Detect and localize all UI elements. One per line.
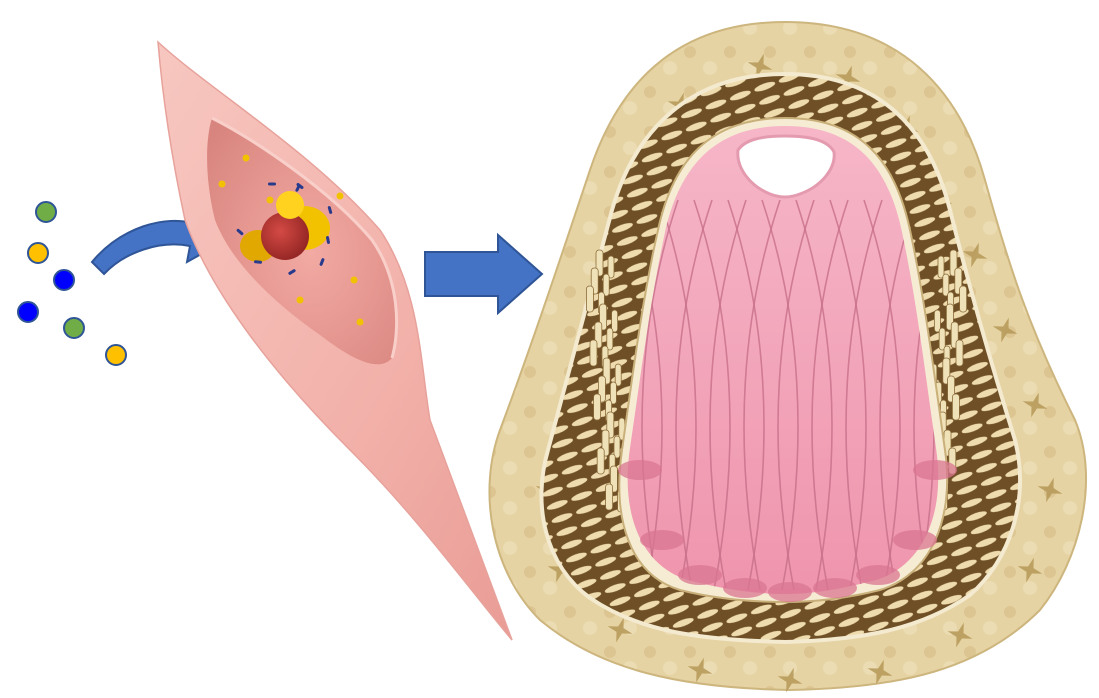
endothelial-cell: [618, 460, 662, 480]
particle: [54, 270, 74, 290]
yellow-granule: [297, 297, 304, 304]
fiber-right: [960, 286, 967, 312]
particle: [106, 345, 126, 365]
particles: [18, 202, 126, 365]
yellow-granule: [267, 197, 274, 204]
fiber-left: [597, 448, 604, 474]
particle: [18, 302, 38, 322]
fiber-right: [956, 340, 963, 366]
yellow-granule: [337, 193, 344, 200]
yellow-granule: [357, 319, 364, 326]
yellow-granule: [243, 155, 250, 162]
fiber-left: [606, 484, 613, 510]
particle: [36, 202, 56, 222]
endothelial-cell: [813, 578, 857, 598]
endothelial-cell: [640, 530, 684, 550]
particle: [28, 243, 48, 263]
right-arrow-icon: [425, 235, 542, 313]
blood-vessel-cross-section: [456, 22, 1086, 692]
yellow-granule: [351, 277, 358, 284]
endothelial-cell: [723, 578, 767, 598]
endothelial-cell: [893, 530, 937, 550]
fiber-right: [952, 394, 959, 420]
fiber-left: [594, 394, 601, 420]
granule-cluster-top: [276, 191, 304, 219]
particle: [64, 318, 84, 338]
fiber-left: [586, 286, 593, 312]
smooth-muscle-cell: [158, 42, 512, 640]
endothelial-cell: [768, 582, 812, 602]
blue-granule: [268, 183, 276, 186]
fiber-left: [590, 340, 597, 366]
endothelial-cell: [678, 565, 722, 585]
yellow-granule: [219, 181, 226, 188]
endothelial-cell: [913, 460, 957, 480]
endothelial-cell: [856, 565, 900, 585]
nucleus: [261, 212, 309, 260]
